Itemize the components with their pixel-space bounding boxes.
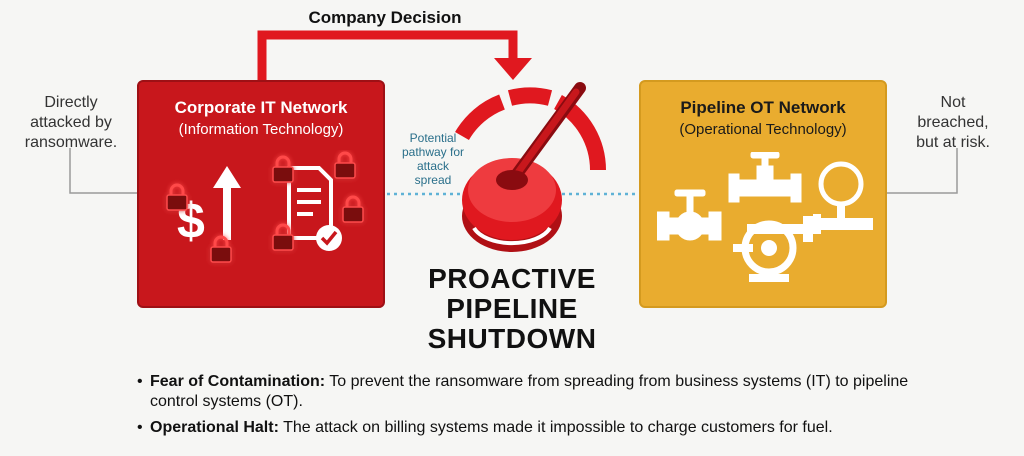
ot-icons [657, 152, 873, 282]
attack-pathway-label: Potential pathway for attack spread [393, 131, 473, 187]
shutdown-lever-icon [455, 82, 606, 252]
right-note-leader [887, 148, 958, 194]
company-decision-label: Company Decision [308, 8, 462, 27]
left-side-note: Directly attacked by ransomware. [15, 93, 127, 153]
left-note-line: ransomware. [24, 134, 118, 151]
ot-network-box: Pipeline OT Network (Operational Technol… [639, 80, 887, 308]
it-network-title: Corporate IT Network [174, 98, 348, 117]
pressure-gauge-icon [813, 161, 873, 234]
bullet-text: To prevent the ransomware from spreading… [150, 373, 909, 410]
pathway-label-line: spread [414, 173, 452, 187]
center-title-line: PIPELINE [446, 293, 578, 324]
bullet-item: Operational Halt: The attack on billing … [137, 418, 937, 438]
bullet-heading: Fear of Contamination: [150, 373, 326, 390]
left-note-line: Directly [44, 94, 98, 111]
right-note-line: breached, [917, 114, 989, 131]
padlock-icon [166, 151, 364, 263]
decision-arrow-line [257, 30, 518, 80]
valve-icon [657, 189, 722, 241]
it-network-subtitle: (Information Technology) [178, 121, 344, 138]
right-note-line: Not [940, 94, 966, 111]
right-note-line: but at risk. [916, 134, 990, 151]
pipe-valve-icon [728, 152, 802, 203]
pathway-label-line: Potential [409, 131, 457, 145]
center-title-line: PROACTIVE [428, 263, 596, 294]
proactive-shutdown-title: PROACTIVE PIPELINE SHUTDOWN [400, 264, 624, 354]
center-title-line: SHUTDOWN [427, 323, 597, 354]
document-check-icon [287, 166, 342, 251]
left-note-line: attacked by [30, 114, 112, 131]
ot-network-title: Pipeline OT Network [680, 98, 846, 117]
left-note-leader [69, 148, 137, 194]
ot-network-subtitle: (Operational Technology) [679, 121, 847, 138]
bullet-text: The attack on billing systems made it im… [278, 419, 833, 436]
bullet-list: Fear of Contamination: To prevent the ra… [137, 372, 937, 444]
pathway-label-line: pathway for [401, 145, 465, 159]
pathway-label-line: attack [416, 159, 449, 173]
it-icons: $ [166, 151, 364, 263]
pump-icon [733, 216, 813, 282]
right-side-note: Not breached, but at risk. [904, 93, 1002, 153]
it-network-box: Corporate IT Network (Information Techno… [137, 80, 385, 308]
bullet-item: Fear of Contamination: To prevent the ra… [137, 372, 937, 412]
decision-arrow-head [494, 58, 532, 80]
bullet-heading: Operational Halt: [150, 419, 279, 436]
